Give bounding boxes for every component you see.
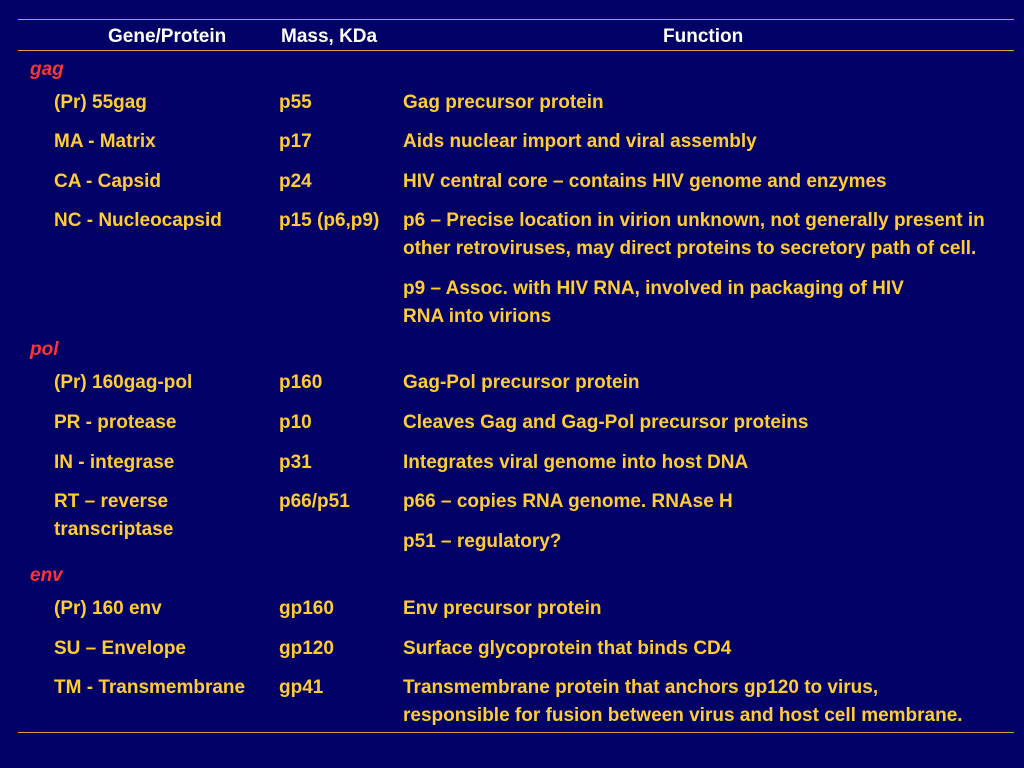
table-header: Gene/Protein Mass, KDa Function [0,26,1024,50]
cell-text: RNA into virions [403,306,552,327]
cell-text: p6 – Precise location in virion unknown,… [403,210,985,231]
cell-text: Gag precursor protein [403,92,604,113]
cell-text: p160 [279,372,323,393]
cell-mass: p15 (p6,p9) [279,207,399,235]
cell-text: p66/p51 [279,491,350,512]
cell-text: p15 (p6,p9) [279,210,380,231]
cell-text: IN - integrase [54,452,175,473]
cell-gene: PR - protease [54,409,269,437]
cell-function: p6 – Precise location in virion unknown,… [403,207,1013,263]
cell-text: Aids nuclear import and viral assembly [403,131,757,152]
cell-mass: gp160 [279,595,399,623]
cell-text: SU – Envelope [54,638,186,659]
top-rule [18,19,1014,20]
cell-gene: (Pr) 160gag-pol [54,369,269,397]
cell-text: Integrates viral genome into host DNA [403,452,749,473]
cell-text: HIV central core – contains HIV genome a… [403,171,887,192]
cell-gene: SU – Envelope [54,635,269,663]
cell-text: CA - Capsid [54,171,161,192]
cell-function: p51 – regulatory? [403,528,1013,556]
cell-text: PR - protease [54,412,177,433]
cell-text: p51 – regulatory? [403,531,562,552]
cell-text: p55 [279,92,312,113]
cell-function: Aids nuclear import and viral assembly [403,128,1013,156]
cell-gene: NC - Nucleocapsid [54,207,269,235]
cell-text: transcriptase [54,519,174,540]
cell-mass: p31 [279,449,399,477]
cell-text: Env precursor protein [403,598,602,619]
cell-function: HIV central core – contains HIV genome a… [403,168,1013,196]
cell-gene: TM - Transmembrane [54,674,269,702]
cell-text: (Pr) 55gag [54,92,147,113]
cell-text: Cleaves Gag and Gag-Pol precursor protei… [403,412,809,433]
cell-mass: p24 [279,168,399,196]
cell-mass: p55 [279,89,399,117]
cell-text: other retroviruses, may direct proteins … [403,238,977,259]
cell-text: Transmembrane protein that anchors gp120… [403,677,879,698]
cell-text: gp160 [279,598,334,619]
bottom-rule [18,732,1014,733]
cell-function: Integrates viral genome into host DNA [403,449,1013,477]
cell-text: p31 [279,452,312,473]
cell-function: Env precursor protein [403,595,1013,623]
cell-function: p66 – copies RNA genome. RNAse H [403,488,1013,516]
cell-mass: p10 [279,409,399,437]
cell-text: responsible for fusion between virus and… [403,705,963,726]
section-label-pol: pol [30,339,59,360]
cell-gene: (Pr) 160 env [54,595,269,623]
cell-function: p9 – Assoc. with HIV RNA, involved in pa… [403,275,1013,331]
header-gene: Gene/Protein [108,26,227,47]
cell-text: (Pr) 160gag-pol [54,372,193,393]
cell-text: p66 – copies RNA genome. RNAse H [403,491,733,512]
cell-gene: CA - Capsid [54,168,269,196]
cell-function: Cleaves Gag and Gag-Pol precursor protei… [403,409,1013,437]
cell-text: p9 – Assoc. with HIV RNA, involved in pa… [403,278,904,299]
cell-text: MA - Matrix [54,131,156,152]
section-label-gag: gag [30,59,64,80]
cell-text: p17 [279,131,312,152]
cell-function: Transmembrane protein that anchors gp120… [403,674,1013,730]
cell-function: Gag precursor protein [403,89,1013,117]
cell-gene: IN - integrase [54,449,269,477]
cell-text: p10 [279,412,312,433]
cell-mass: p160 [279,369,399,397]
cell-function: Surface glycoprotein that binds CD4 [403,635,1013,663]
cell-text: TM - Transmembrane [54,677,246,698]
header-rule [18,50,1014,51]
header-mass: Mass, KDa [281,26,378,47]
cell-text: RT – reverse [54,491,169,512]
cell-text: NC - Nucleocapsid [54,210,222,231]
cell-mass: p17 [279,128,399,156]
cell-text: Gag-Pol precursor protein [403,372,640,393]
cell-mass: gp41 [279,674,399,702]
cell-mass: gp120 [279,635,399,663]
header-function: Function [663,26,744,47]
cell-text: gp120 [279,638,334,659]
cell-gene: RT – reverse transcriptase [54,488,269,544]
cell-gene: MA - Matrix [54,128,269,156]
section-label-env: env [30,565,63,586]
cell-text: Surface glycoprotein that binds CD4 [403,638,732,659]
cell-text: p24 [279,171,312,192]
cell-mass: p66/p51 [279,488,399,516]
cell-text: (Pr) 160 env [54,598,162,619]
cell-text: gp41 [279,677,324,698]
cell-function: Gag-Pol precursor protein [403,369,1013,397]
cell-gene: (Pr) 55gag [54,89,269,117]
